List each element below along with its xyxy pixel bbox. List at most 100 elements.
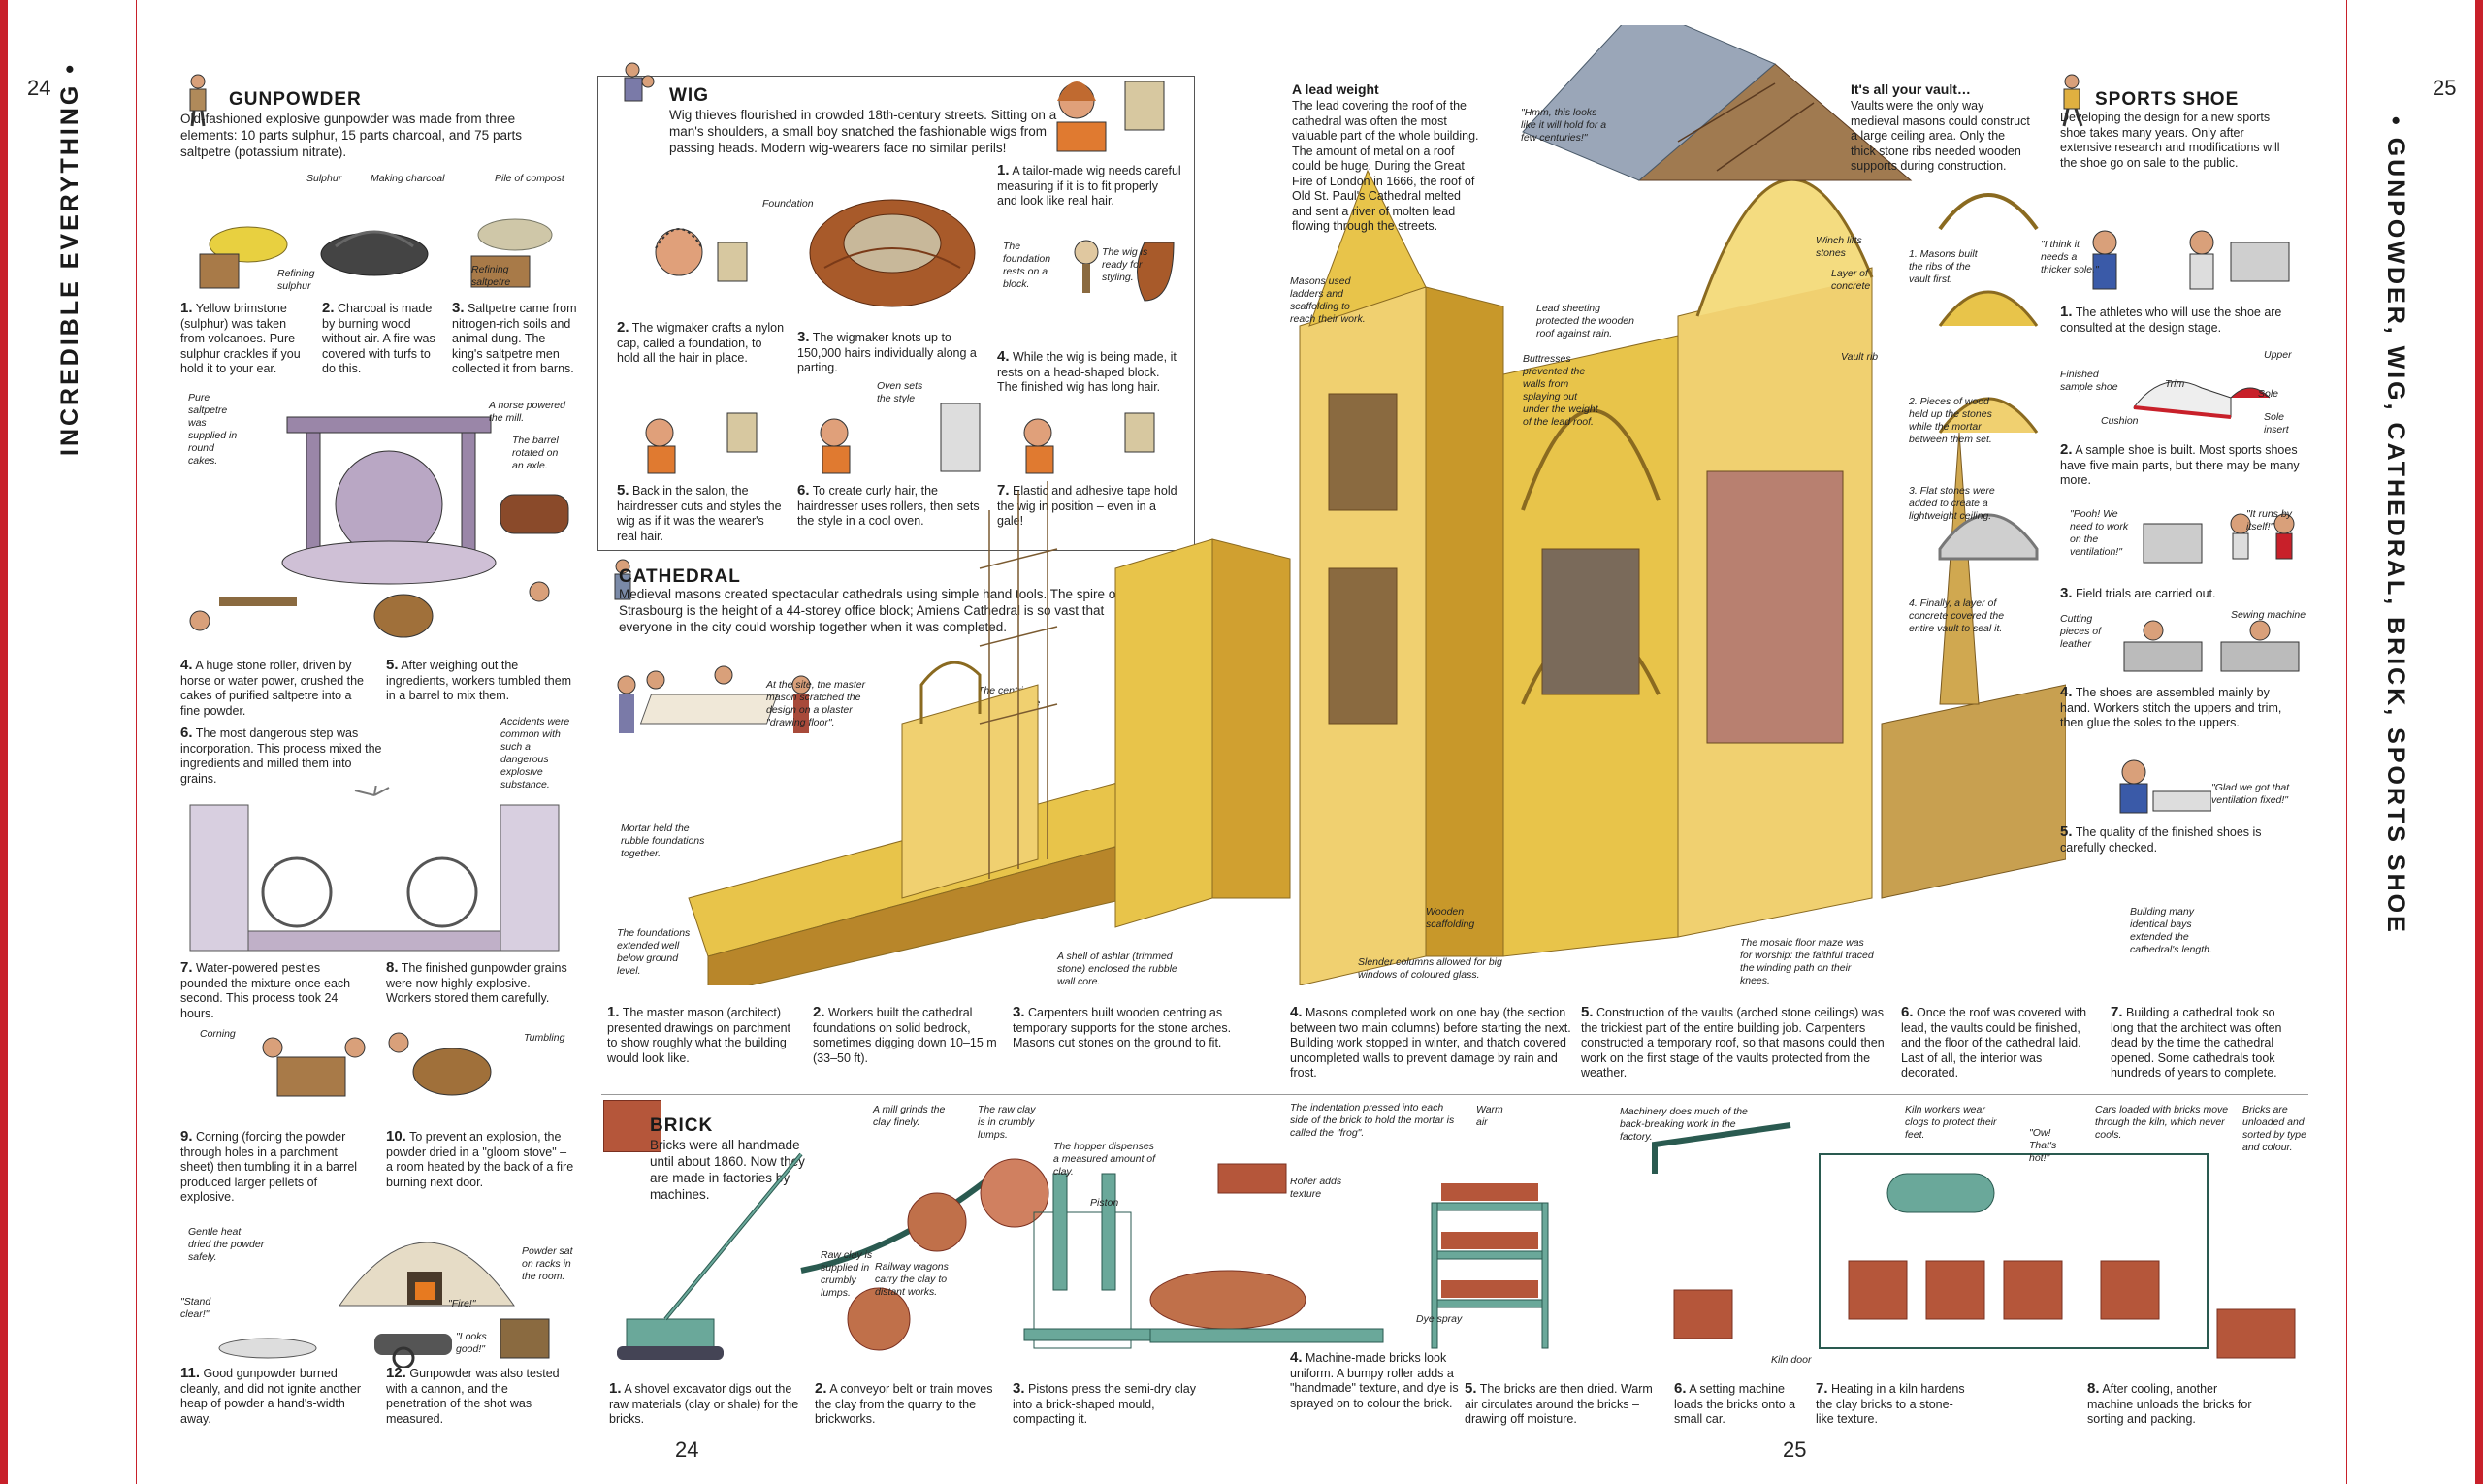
- note-sole-insert: Sole insert: [2264, 411, 2289, 436]
- mason-figure-icon: [614, 559, 631, 600]
- brick-title: BRICK: [650, 1115, 714, 1136]
- note-thicker-sole: "I think it needs a thicker sole.": [2041, 239, 2099, 275]
- note-raw-clay-supplied: Raw clay is supplied in crumbly lumps.: [821, 1249, 873, 1299]
- shoe-step-4: 4. The shoes are assembled mainly by han…: [2060, 684, 2282, 729]
- note-ventilation-fixed: "Glad we got that ventilation fixed!": [2211, 782, 2290, 806]
- gunpowder-figure-icon: [189, 74, 207, 127]
- cathedral-step-5: 5. Construction of the vaults (arched st…: [1581, 1004, 1885, 1080]
- left-page-edge: [0, 0, 8, 1484]
- page-number-right-bottom: 25: [1783, 1437, 1807, 1462]
- pestle-mill-illustration: [189, 786, 560, 952]
- note-foundation: Foundation: [762, 198, 814, 210]
- wig-step-4: 4. While the wig is being made, it rests…: [997, 348, 1177, 394]
- gunpowder-ingredients-illustration: [199, 218, 553, 289]
- note-horse-powered: A horse powered the mill.: [489, 400, 565, 424]
- wig-panel: [597, 76, 1195, 551]
- note-refining-sulphur: Refining sulphur: [277, 268, 315, 292]
- cathedral-cutaway-illustration: [688, 25, 2066, 985]
- note-tumbling: Tumbling: [524, 1032, 565, 1044]
- gunpowder-step-12: 12. Gunpowder was also tested with a can…: [386, 1365, 560, 1426]
- lead-weight-title: A lead weight: [1292, 81, 1379, 97]
- gunpowder-testing-illustration: [218, 1318, 550, 1368]
- wig-step-6: 6. To create curly hair, the hairdresser…: [797, 482, 980, 528]
- shoe-design-illustration: [2092, 230, 2290, 290]
- field-trial-illustration: [2143, 513, 2295, 564]
- wig-step-2: 2. The wigmaker crafts a nylon cap, call…: [617, 319, 785, 365]
- vault-title: It's all your vault…: [1851, 81, 1971, 97]
- note-slender-columns: Slender columns allowed for big windows …: [1358, 956, 1502, 981]
- wig-thieves-icon: [624, 62, 655, 102]
- brick-step-2: 2. A conveyor belt or train moves the cl…: [815, 1380, 993, 1426]
- note-warm-air: Warm air: [1476, 1104, 1503, 1128]
- note-ow-hot: "Ow! That's hot!": [2029, 1127, 2057, 1164]
- note-pure-saltpetre: Pure saltpetre was supplied in round cak…: [188, 392, 238, 467]
- shoe-step-2: 2. A sample shoe is built. Most sports s…: [2060, 441, 2300, 487]
- cathedral-step-7: 7. Building a cathedral took so long tha…: [2111, 1004, 2282, 1080]
- brick-step-4: 4. Machine-made bricks look uniform. A b…: [1290, 1349, 1459, 1410]
- note-buttresses: Buttresses prevented the walls from spla…: [1523, 353, 1598, 428]
- note-cutting-leather: Cutting pieces of leather: [2060, 613, 2102, 650]
- brick-step-6: 6. A setting machine loads the bricks on…: [1674, 1380, 1796, 1426]
- shoe-title: SPORTS SHOE: [2095, 89, 2240, 110]
- wig-foundation-illustration: [655, 228, 748, 282]
- saltpetre-mill-illustration: [189, 416, 569, 638]
- cathedral-step-4: 4. Masons completed work on one bay (the…: [1290, 1004, 1571, 1080]
- note-raw-clay-crumbly: The raw clay is in crumbly lumps.: [978, 1104, 1036, 1141]
- note-corning: Corning: [200, 1028, 236, 1040]
- shoe-step-1: 1. The athletes who will use the shoe ar…: [2060, 304, 2282, 335]
- vault-step-1: 1. Masons built the ribs of the vault fi…: [1909, 248, 1978, 285]
- wig-salon-illustration: [645, 403, 1155, 474]
- right-margin-rule: [2346, 0, 2347, 1484]
- brick-intro: Bricks were all handmade until about 186…: [650, 1138, 805, 1202]
- note-looks-good: "Looks good!": [456, 1331, 487, 1355]
- gunpowder-step-9: 9. Corning (forcing the powder through h…: [180, 1128, 358, 1204]
- gunpowder-step-8: 8. The finished gunpowder grains were no…: [386, 959, 567, 1005]
- gunpowder-step-10: 10. To prevent an explosion, the powder …: [386, 1128, 574, 1189]
- note-foundation-rests: The foundation rests on a block.: [1003, 241, 1051, 290]
- note-drawing-floor: At the site, the master mason scratched …: [766, 679, 866, 728]
- gloom-stove-illustration: [339, 1242, 515, 1307]
- note-finished-sample: Finished sample shoe: [2060, 369, 2118, 393]
- note-identical-bays: Building many identical bays extended th…: [2130, 906, 2212, 955]
- note-trim: Trim: [2165, 378, 2185, 390]
- note-foundations-deep: The foundations extended well below grou…: [617, 927, 691, 977]
- note-roller-texture: Roller adds texture: [1290, 1176, 1342, 1200]
- vault-stages-illustration: [1938, 193, 2039, 561]
- gunpowder-step-1: 1. Yellow brimstone (sulphur) was taken …: [180, 300, 301, 375]
- brick-icon: [603, 1100, 661, 1152]
- brick-factory-illustration: [617, 1122, 2296, 1360]
- brick-step-8: 8. After cooling, another machine unload…: [2087, 1380, 2252, 1426]
- cathedral-step-6: 6. Once the roof was covered with lead, …: [1901, 1004, 2087, 1080]
- brick-step-1: 1. A shovel excavator digs out the raw m…: [609, 1380, 799, 1426]
- note-concrete-layer: Layer of concrete: [1831, 268, 1871, 292]
- lead-weight-text: The lead covering the roof of the cathed…: [1292, 99, 1479, 233]
- shoe-intro: Developing the design for a new sports s…: [2060, 111, 2280, 170]
- note-ladders: Masons used ladders and scaffolding to r…: [1290, 275, 1366, 325]
- gunpowder-step-11: 11. Good gunpowder burned cleanly, and d…: [180, 1365, 362, 1426]
- brick-step-5: 5. The bricks are then dried. Warm air c…: [1465, 1380, 1653, 1426]
- note-railway-wagons: Railway wagons carry the clay to distant…: [875, 1261, 949, 1298]
- note-wooden-scaffolding: Wooden scaffolding: [1426, 906, 1475, 930]
- note-powder-racks: Powder sat on racks in the room.: [522, 1245, 573, 1282]
- gunpowder-step-5: 5. After weighing out the ingredients, w…: [386, 657, 572, 702]
- page-number-right: 25: [2433, 76, 2457, 100]
- gunpowder-step-3: 3. Saltpetre came from nitrogen-rich soi…: [452, 300, 577, 375]
- note-accidents: Accidents were common with such a danger…: [500, 716, 570, 790]
- wig-intro: Wig thieves flourished in crowded 18th-c…: [669, 108, 1057, 155]
- wig-measuring-illustration: [1056, 81, 1165, 152]
- note-hopper: The hopper dispenses a measured amount o…: [1053, 1141, 1156, 1178]
- cathedral-step-2: 2. Workers built the cathedral foundatio…: [813, 1004, 997, 1065]
- note-cars-loaded: Cars loaded with bricks move through the…: [2095, 1104, 2229, 1141]
- shoe-parts-illustration: [2133, 380, 2271, 419]
- drawing-floor-illustration: [617, 665, 811, 733]
- note-frog: The indentation pressed into each side o…: [1290, 1102, 1455, 1139]
- note-bricks-unloaded: Bricks are unloaded and sorted by type a…: [2242, 1104, 2306, 1153]
- gunpowder-step-7: 7. Water-powered pestles pounded the mix…: [180, 959, 351, 1020]
- athlete-figure-icon: [2062, 74, 2083, 127]
- gunpowder-title: GUNPOWDER: [229, 89, 362, 110]
- note-stand-clear: "Stand clear!": [180, 1296, 211, 1320]
- note-fire: "Fire!": [448, 1298, 476, 1309]
- right-page-edge: [2475, 0, 2483, 1484]
- note-ashlar: A shell of ashlar (trimmed stone) enclos…: [1057, 951, 1177, 987]
- corning-tumbling-illustration: [262, 1032, 492, 1097]
